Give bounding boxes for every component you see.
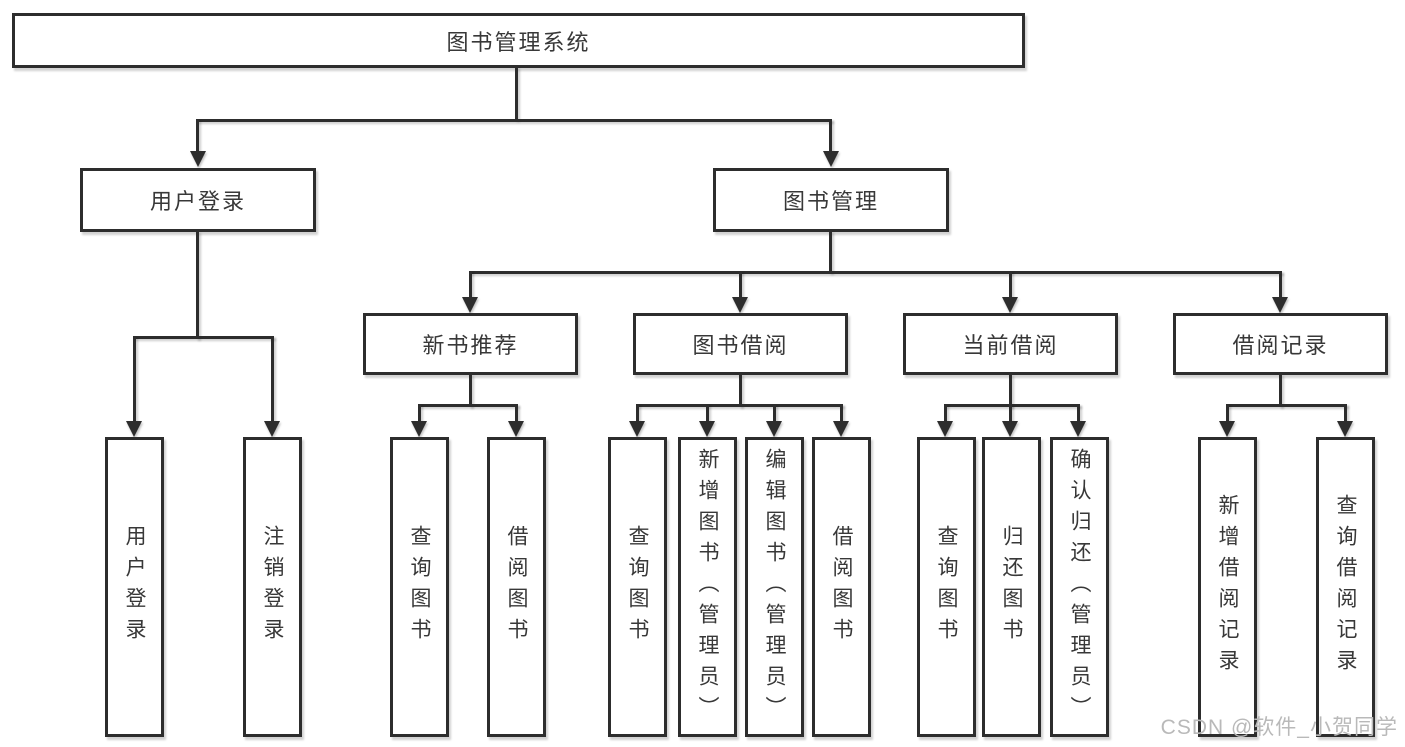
node-label: 图书管理	[782, 189, 879, 214]
node-book-management: 图书管理	[713, 168, 949, 232]
node-label: 查询图书	[626, 525, 649, 649]
node-label: 用户登录	[123, 525, 146, 649]
node-label: 借阅图书	[830, 525, 853, 649]
node-label: 图书借阅	[692, 333, 789, 358]
connector-book-borrow-stem	[739, 374, 742, 407]
arrowhead-down-icon	[732, 297, 748, 313]
arrowhead-down-icon	[1070, 421, 1086, 437]
node-label: 当前借阅	[962, 333, 1059, 358]
connector-drop-book-borrow	[739, 271, 742, 298]
connector-drop-leaf	[1009, 404, 1012, 422]
arrowhead-down-icon	[629, 421, 645, 437]
connector-new-book-rail	[418, 404, 518, 407]
connector-drop-leaf	[840, 404, 843, 422]
node-borrow-books-leaf: 借阅图书	[812, 437, 871, 737]
node-label: 注销登录	[261, 525, 284, 649]
connector-drop-new-book	[469, 271, 472, 298]
arrowhead-down-icon	[833, 421, 849, 437]
node-label: 借阅记录	[1232, 333, 1329, 358]
node-query-books-borrow: 查询图书	[608, 437, 667, 737]
node-label: 查询借阅记录	[1334, 494, 1357, 680]
connector-drop-user-login	[196, 119, 199, 153]
node-label: 查询图书	[408, 525, 431, 649]
connector-drop-leaf	[133, 336, 136, 422]
arrowhead-down-icon	[1337, 421, 1353, 437]
connector-drop-leaf	[1077, 404, 1080, 422]
arrowhead-down-icon	[937, 421, 953, 437]
node-return-books: 归还图书	[982, 437, 1041, 737]
connector-drop-leaf	[1226, 404, 1229, 422]
connector-book-management-rail	[469, 271, 1282, 274]
node-user-login-leaf: 用户登录	[105, 437, 164, 737]
node-label: 新增图书（管理员）	[696, 447, 719, 727]
connector-root-rail	[196, 119, 832, 122]
arrowhead-down-icon	[126, 421, 142, 437]
arrowhead-down-icon	[823, 151, 839, 167]
arrowhead-down-icon	[1219, 421, 1235, 437]
arrowhead-down-icon	[411, 421, 427, 437]
connector-drop-book-management	[829, 119, 832, 153]
node-label: 用户登录	[149, 189, 246, 214]
arrowhead-down-icon	[190, 151, 206, 167]
arrowhead-down-icon	[1272, 297, 1288, 313]
connector-borrow-records-rail	[1226, 404, 1347, 407]
node-query-borrow-record: 查询借阅记录	[1316, 437, 1375, 737]
node-label: 查询图书	[935, 525, 958, 649]
arrowhead-down-icon	[462, 297, 478, 313]
connector-drop-leaf	[706, 404, 709, 422]
node-label: 图书管理系统	[446, 29, 591, 55]
node-edit-book-admin: 编辑图书（管理员）	[745, 437, 804, 737]
node-label: 确认归还（管理员）	[1068, 447, 1091, 727]
node-add-borrow-record: 新增借阅记录	[1198, 437, 1257, 737]
connector-drop-leaf	[418, 404, 421, 422]
connector-user-login-rail	[133, 336, 274, 339]
connector-root-stem	[515, 67, 518, 120]
connector-drop-leaf	[1344, 404, 1347, 422]
node-library-system: 图书管理系统	[12, 13, 1025, 68]
node-label: 新书推荐	[422, 333, 519, 358]
connector-drop-leaf	[271, 336, 274, 422]
node-label: 借阅图书	[505, 525, 528, 649]
connector-drop-borrow-records	[1279, 271, 1282, 298]
node-label: 新增借阅记录	[1216, 494, 1239, 680]
arrowhead-down-icon	[508, 421, 524, 437]
connector-drop-leaf	[515, 404, 518, 422]
node-confirm-return-admin: 确认归还（管理员）	[1050, 437, 1109, 737]
node-new-book-recommend: 新书推荐	[363, 313, 578, 375]
arrowhead-down-icon	[1002, 421, 1018, 437]
node-label: 编辑图书（管理员）	[763, 447, 786, 727]
node-logout: 注销登录	[243, 437, 302, 737]
node-label: 归还图书	[1000, 525, 1023, 649]
connector-drop-leaf	[944, 404, 947, 422]
arrowhead-down-icon	[699, 421, 715, 437]
node-current-borrow: 当前借阅	[903, 313, 1118, 375]
node-borrow-records: 借阅记录	[1173, 313, 1388, 375]
arrowhead-down-icon	[766, 421, 782, 437]
connector-drop-leaf	[773, 404, 776, 422]
connector-new-book-stem	[469, 374, 472, 407]
node-query-books-current: 查询图书	[917, 437, 976, 737]
watermark: CSDN @软件_小贺同学	[1160, 716, 1398, 739]
connector-drop-leaf	[636, 404, 639, 422]
connector-current-borrow-rail	[944, 404, 1080, 407]
connector-book-borrow-rail	[636, 404, 843, 407]
node-borrow-books-recommend: 借阅图书	[487, 437, 546, 737]
connector-book-management-stem	[829, 231, 832, 273]
node-query-books-recommend: 查询图书	[390, 437, 449, 737]
connector-borrow-records-stem	[1279, 374, 1282, 407]
node-add-book-admin: 新增图书（管理员）	[678, 437, 737, 737]
arrowhead-down-icon	[264, 421, 280, 437]
arrowhead-down-icon	[1002, 297, 1018, 313]
connector-drop-current-borrow	[1009, 271, 1012, 298]
node-book-borrow: 图书借阅	[633, 313, 848, 375]
connector-current-borrow-stem	[1009, 374, 1012, 407]
connector-user-login-stem	[196, 231, 199, 339]
node-user-login: 用户登录	[80, 168, 316, 232]
